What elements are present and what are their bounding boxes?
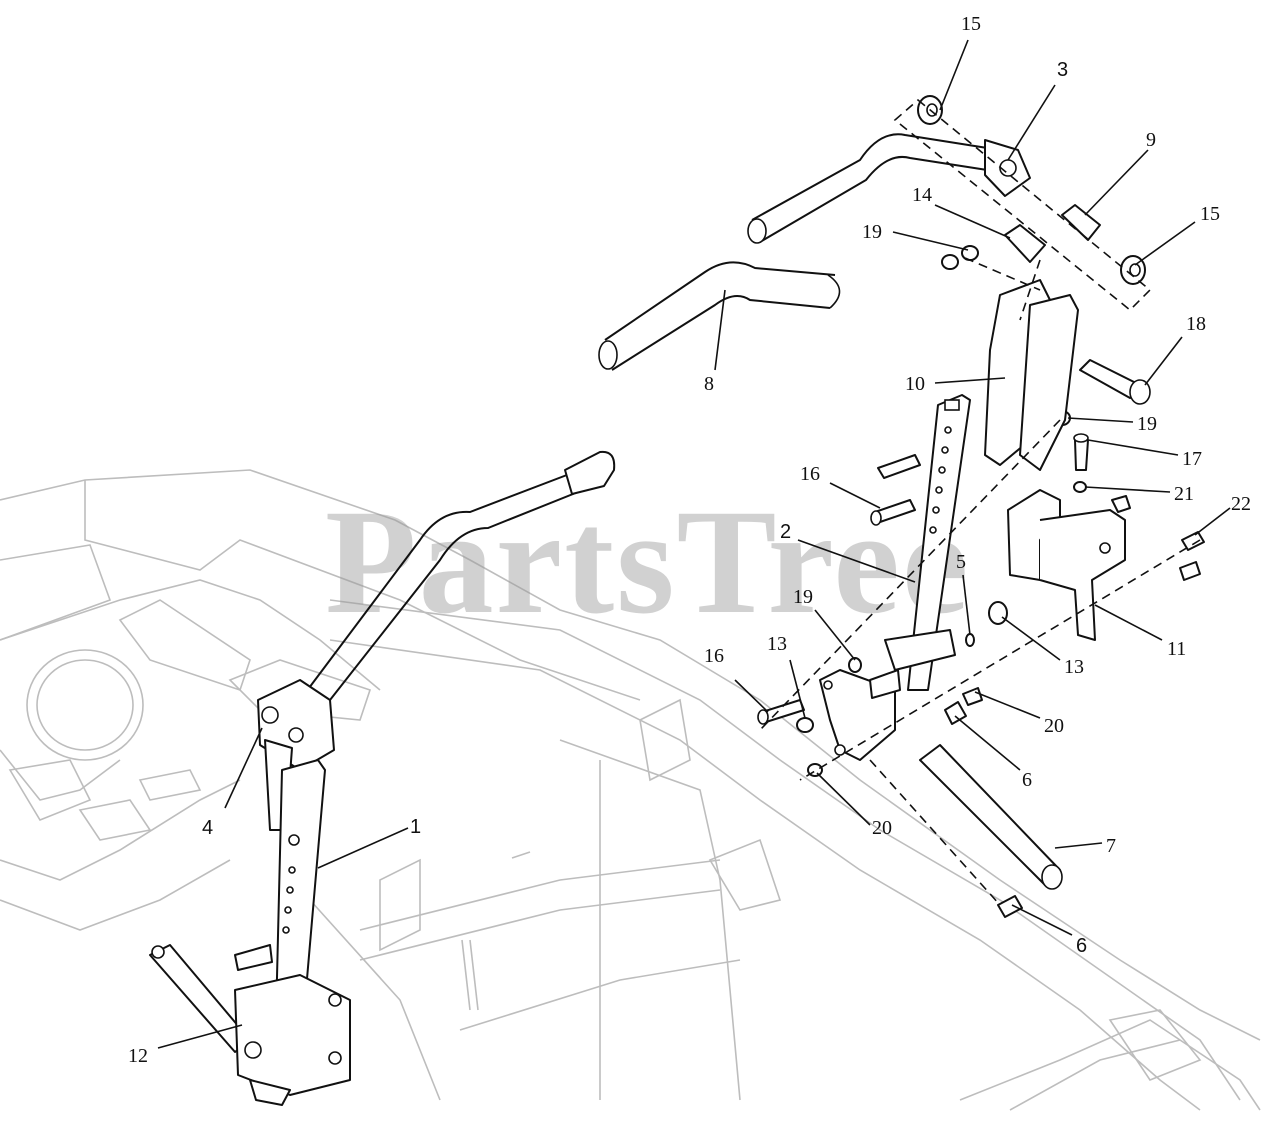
callout-19: 19 xyxy=(862,221,882,243)
watermark-text: PartsTree xyxy=(325,479,970,645)
mower-frame xyxy=(0,469,1261,1111)
callout-16: 16 xyxy=(704,645,724,667)
callout-8: 8 xyxy=(704,373,714,395)
callout-4: 4 xyxy=(202,817,213,839)
callout-11: 11 xyxy=(1167,638,1186,660)
callout-labels: 15 3 9 14 15 19 18 8 10 19 17 16 21 22 2… xyxy=(128,13,1251,1067)
exploded-parts xyxy=(598,95,1205,918)
callout-20: 20 xyxy=(1044,715,1064,737)
callout-3: 3 xyxy=(1057,59,1068,81)
callout-13: 13 xyxy=(767,633,787,655)
callout-20: 20 xyxy=(872,817,892,839)
callout-5: 5 xyxy=(956,551,966,573)
callout-19: 19 xyxy=(1137,413,1157,435)
callout-12: 12 xyxy=(128,1045,148,1067)
callout-10: 10 xyxy=(905,373,925,395)
installed-lever-assembly xyxy=(149,450,616,1106)
callout-15: 15 xyxy=(1200,203,1220,225)
callout-19: 19 xyxy=(793,586,813,608)
callout-22: 22 xyxy=(1231,493,1251,515)
callout-2: 2 xyxy=(780,521,791,543)
callout-15: 15 xyxy=(961,13,981,35)
callout-14: 14 xyxy=(912,184,932,206)
callout-13: 13 xyxy=(1064,656,1084,678)
callout-9: 9 xyxy=(1146,129,1156,151)
callout-leaders xyxy=(157,39,1231,1049)
callout-21: 21 xyxy=(1174,483,1194,505)
callout-18: 18 xyxy=(1186,313,1206,335)
callout-17: 17 xyxy=(1182,448,1202,470)
callout-7: 7 xyxy=(1106,835,1116,857)
callout-16: 16 xyxy=(800,463,820,485)
callout-6: 6 xyxy=(1076,935,1087,957)
callout-1: 1 xyxy=(410,816,421,838)
callout-6: 6 xyxy=(1022,769,1032,791)
